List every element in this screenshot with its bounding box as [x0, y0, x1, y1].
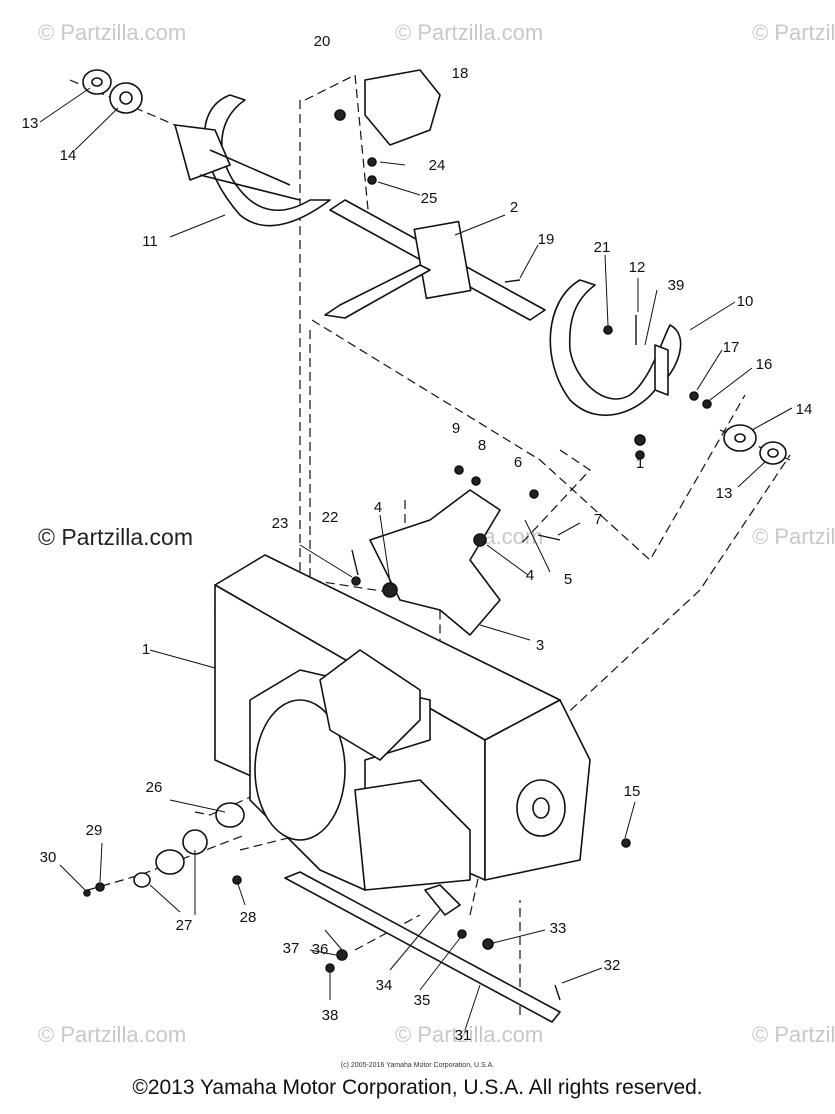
callout-number: 1	[142, 641, 150, 658]
callout-number: 24	[429, 157, 446, 174]
callout-number: 12	[629, 259, 646, 276]
fasteners	[83, 109, 712, 973]
callout-number: 39	[668, 277, 685, 294]
watermark-middle-right: © Partzilla	[752, 524, 835, 549]
callout-number: 37	[283, 940, 300, 957]
callout-number: 13	[716, 485, 733, 502]
callout-number: 33	[550, 920, 567, 937]
callout-number: 25	[421, 190, 438, 207]
scraper-bar	[284, 871, 561, 1023]
bolts	[351, 279, 637, 1001]
callout-number: 23	[272, 515, 289, 532]
callout-number: 29	[86, 822, 103, 839]
callout-number: 5	[564, 571, 572, 588]
copyright-main: ©2013 Yamaha Motor Corporation, U.S.A. A…	[132, 1076, 703, 1099]
skid-shoe	[424, 884, 461, 916]
callout-number: 14	[60, 147, 77, 164]
callout-number: 26	[146, 779, 163, 796]
callout-number: 2	[510, 199, 518, 216]
callout-number: 17	[723, 339, 740, 356]
callout-number: 15	[624, 783, 641, 800]
callout-number: 31	[455, 1027, 472, 1044]
bearings	[82, 69, 787, 888]
watermark-bottom-left: © Partzilla.com	[38, 1022, 187, 1047]
callout-number: 8	[478, 437, 486, 454]
gear-cover	[364, 69, 441, 146]
auger-shaft	[324, 199, 546, 321]
callout-number: 1	[636, 455, 644, 472]
callout-number: 11	[142, 233, 158, 250]
callout-number: 36	[312, 941, 329, 958]
callout-number: 38	[322, 1007, 339, 1024]
watermark-bottom-center: © Partzilla.com	[395, 1022, 544, 1047]
callout-number: 32	[604, 957, 621, 974]
callout-number: 4	[374, 499, 382, 516]
callout-number: 10	[737, 293, 754, 310]
callout-number: 19	[538, 231, 555, 248]
callout-number: 30	[40, 849, 57, 866]
watermark-middle-left: © Partzilla.com	[38, 524, 193, 550]
callout-number: 28	[240, 909, 257, 926]
watermark-bottom-right: © Partzilla	[752, 1022, 835, 1047]
callout-number: 22	[322, 509, 339, 526]
watermark-top-right: © Partzilla	[752, 20, 835, 45]
callout-number: 35	[414, 992, 431, 1009]
callout-number: 13	[22, 115, 39, 132]
callout-number: 9	[452, 420, 460, 437]
callout-number: 7	[594, 511, 602, 528]
callout-number: 21	[594, 239, 611, 256]
callout-number: 16	[756, 356, 773, 373]
watermark-top-left: © Partzilla.com	[38, 20, 187, 45]
copyright-small: (c) 2005-2016 Yamaha Motor Corporation, …	[340, 1062, 495, 1069]
callout-number: 18	[452, 65, 469, 82]
callout-number: 20	[314, 33, 331, 50]
left-auger	[174, 94, 331, 227]
right-auger	[549, 279, 682, 417]
callout-number: 27	[176, 917, 193, 934]
callout-number: 34	[376, 977, 393, 994]
callout-number: 4	[526, 567, 534, 584]
watermark-top-center: © Partzilla.com	[395, 20, 544, 45]
leader-lines	[39, 87, 793, 1031]
callout-number: 6	[514, 454, 522, 471]
callout-number: 14	[796, 401, 813, 418]
chute-bracket	[369, 489, 501, 636]
blower-housing	[214, 554, 591, 891]
callout-number: 3	[536, 637, 544, 654]
